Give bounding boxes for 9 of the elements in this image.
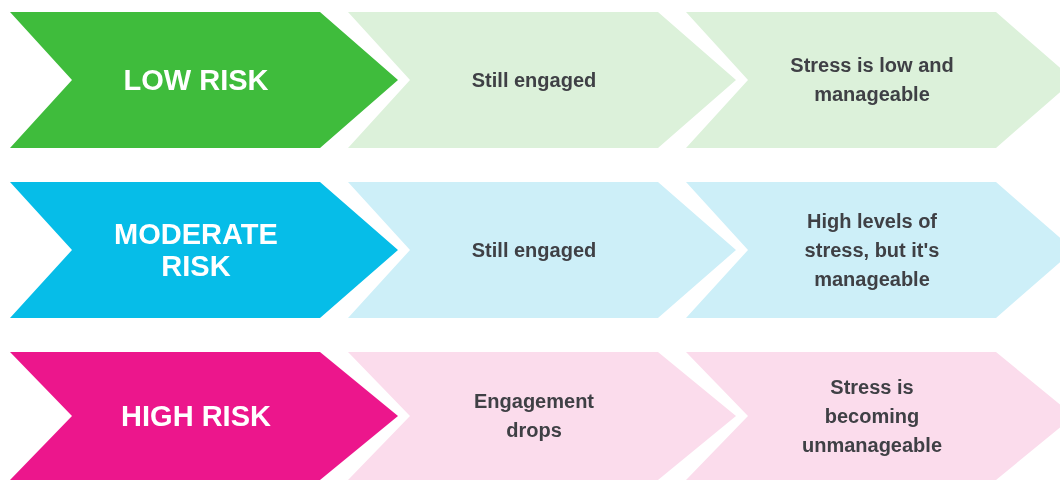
description-text: Stress is becoming unmanageable <box>800 374 943 458</box>
description-text: Still engaged <box>471 237 597 263</box>
description-text: Stress is low and manageable <box>789 53 955 107</box>
description-text: High levels of stress, but it's manageable <box>803 208 941 292</box>
risk-level-label: MODERATE RISK <box>113 218 279 282</box>
risk-level-label: HIGH RISK <box>121 400 271 432</box>
description-text: Engagement drops <box>473 389 595 443</box>
description-text: Still engaged <box>471 67 597 93</box>
risk-level-label: LOW RISK <box>123 64 269 96</box>
